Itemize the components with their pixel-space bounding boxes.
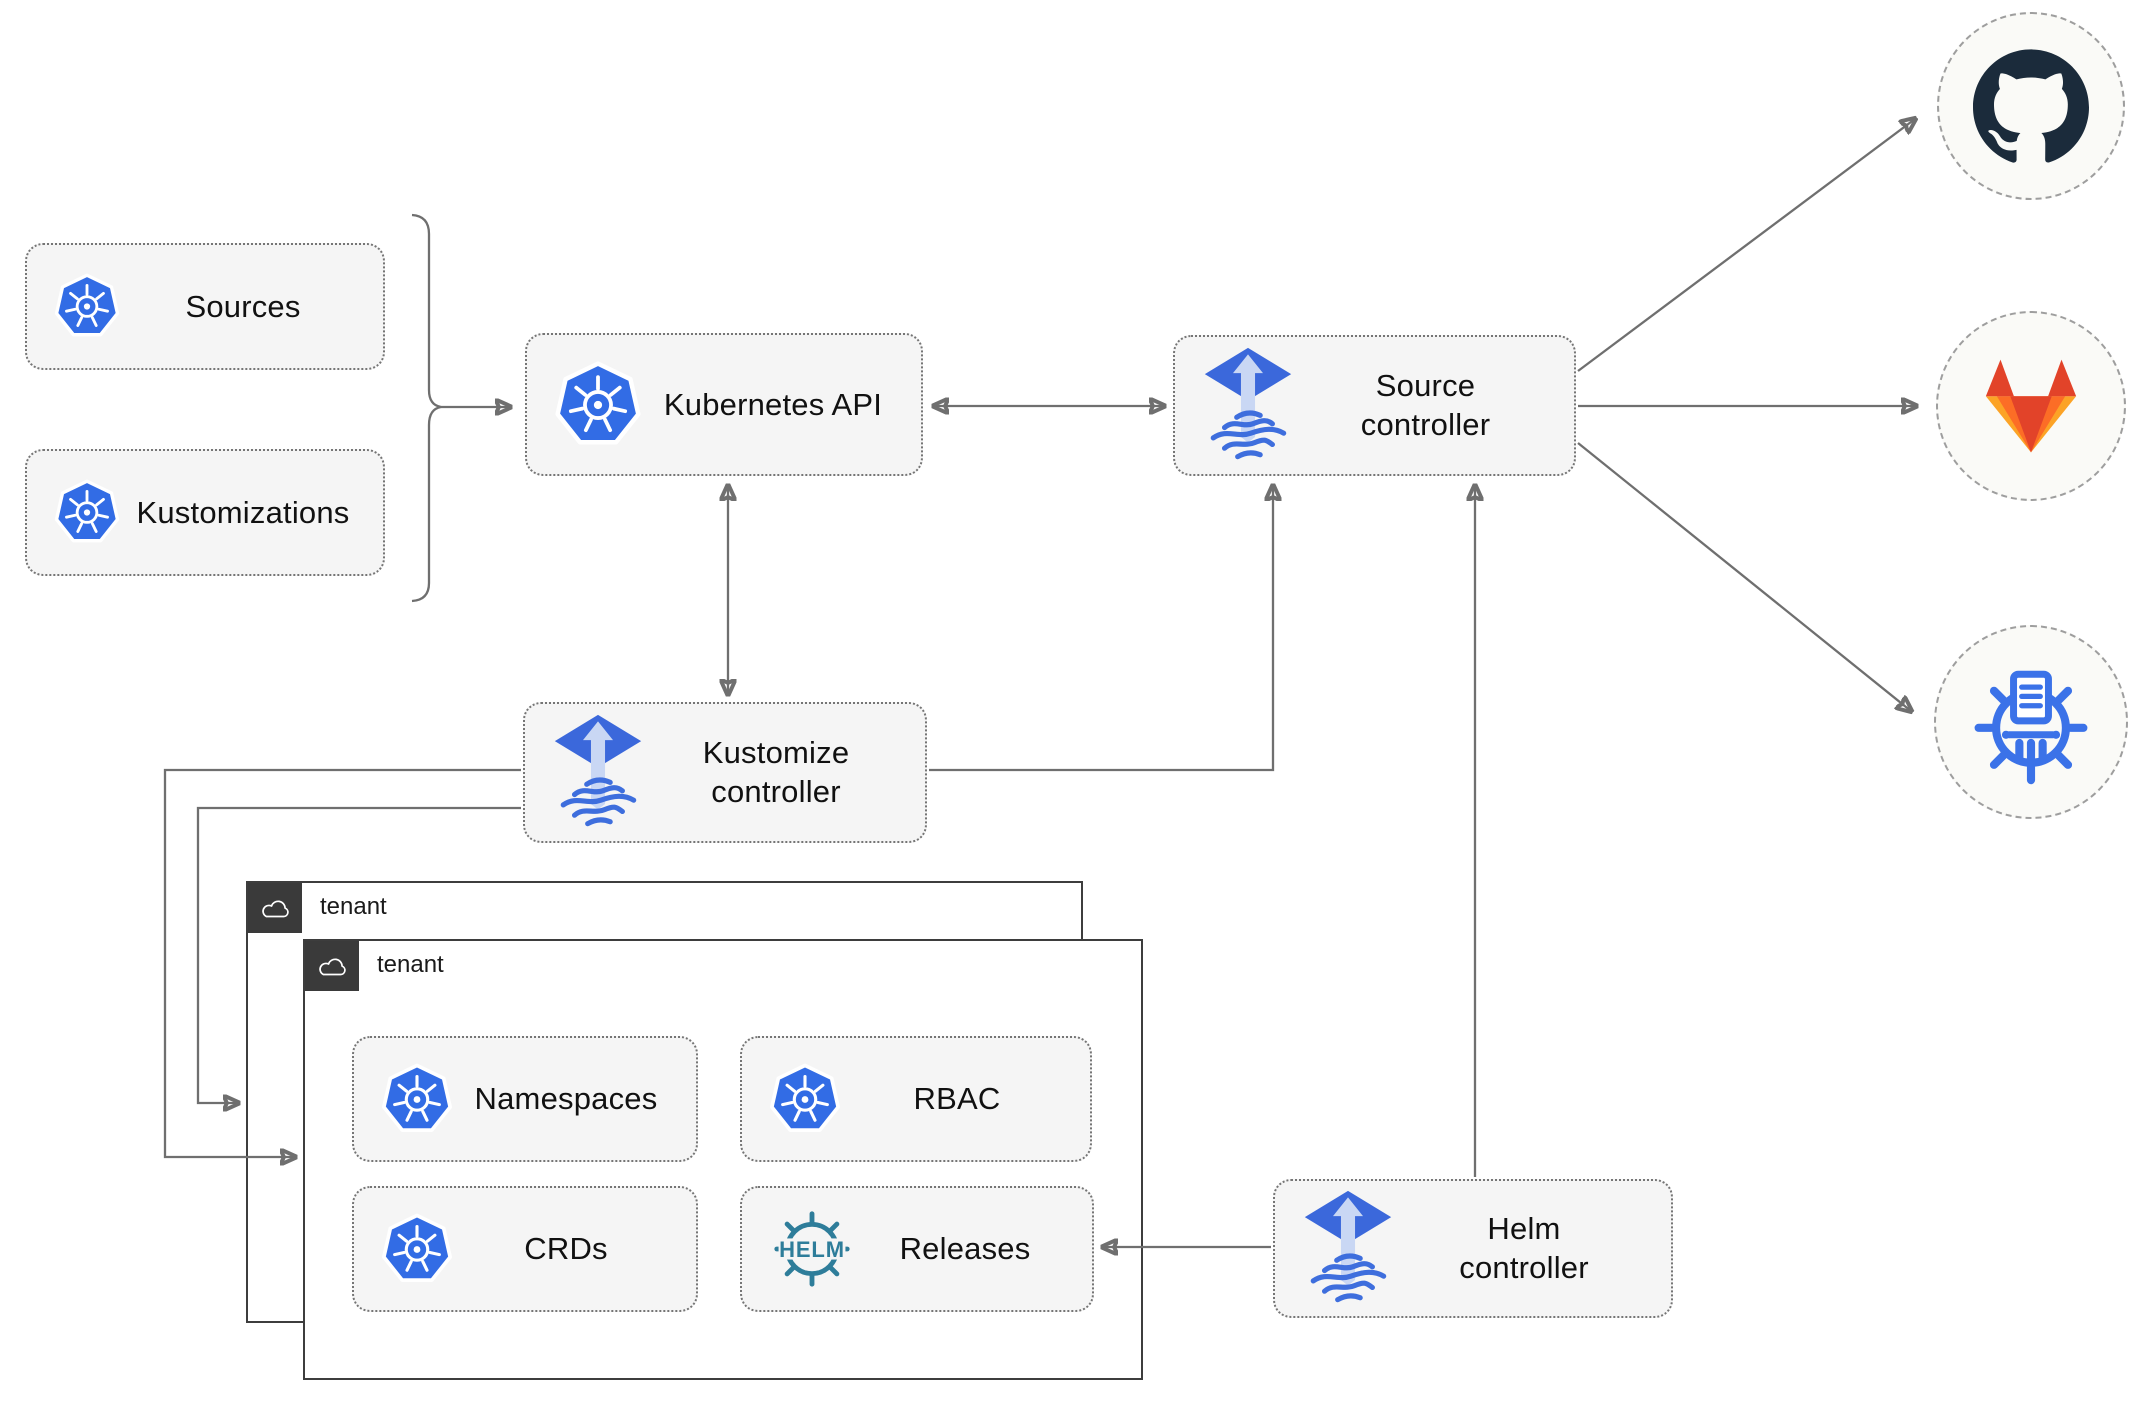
node-releases: HELM Releases <box>740 1186 1094 1312</box>
kubernetes-icon <box>53 477 121 548</box>
helm-repository-icon <box>1974 670 2088 785</box>
node-namespaces: Namespaces <box>352 1036 698 1162</box>
gitlab-fox-icon <box>1985 359 2077 453</box>
flux-icon <box>1201 345 1295 467</box>
node-label: Kustomize controller <box>702 734 850 809</box>
node-sources: Sources <box>25 243 385 370</box>
flux-icon <box>551 712 645 834</box>
tenant-tab <box>305 941 359 991</box>
node-helm-controller: Helm controller <box>1273 1179 1673 1318</box>
flux-icon <box>1301 1188 1395 1310</box>
node-label: Namespaces <box>474 1081 658 1116</box>
brace-sources-kustomizations <box>411 213 442 603</box>
node-label: RBAC <box>913 1081 1001 1116</box>
helm-icon: HELM <box>768 1205 856 1293</box>
node-label: CRDs <box>524 1231 608 1266</box>
node-label: Kubernetes API <box>663 386 883 422</box>
node-gitlab <box>1936 311 2126 501</box>
kubernetes-icon <box>380 1061 454 1138</box>
node-github <box>1937 12 2125 200</box>
node-label: Releases <box>899 1231 1031 1266</box>
helm-wordmark: HELM <box>779 1237 845 1262</box>
node-helm-repository <box>1934 625 2128 819</box>
node-label: Source controller <box>1360 367 1491 442</box>
node-label: Kustomizations <box>136 494 350 530</box>
cloud-icon <box>315 954 349 979</box>
tenant-tab <box>248 883 302 933</box>
github-octocat-icon <box>1973 49 2089 163</box>
node-kustomizations: Kustomizations <box>25 449 385 576</box>
kubernetes-icon <box>768 1061 842 1138</box>
edge-source-controller-to-github <box>1577 119 1915 372</box>
node-rbac: RBAC <box>740 1036 1092 1162</box>
node-kubernetes-api: Kubernetes API <box>525 333 923 476</box>
tenant-label: tenant <box>320 893 387 920</box>
kubernetes-icon <box>553 358 643 452</box>
tenant-label: tenant <box>377 951 444 978</box>
node-kustomize-controller: Kustomize controller <box>523 702 927 843</box>
node-label: Sources <box>185 288 301 324</box>
edge-kustomize-controller-to-source-controller <box>929 486 1273 772</box>
cloud-icon <box>258 896 292 921</box>
kubernetes-icon <box>53 271 121 342</box>
kubernetes-icon <box>380 1211 454 1288</box>
node-label: Helm controller <box>1459 1210 1589 1285</box>
node-source-controller: Source controller <box>1173 335 1576 476</box>
edge-source-controller-to-helm-repository <box>1577 442 1911 711</box>
node-crds: CRDs <box>352 1186 698 1312</box>
